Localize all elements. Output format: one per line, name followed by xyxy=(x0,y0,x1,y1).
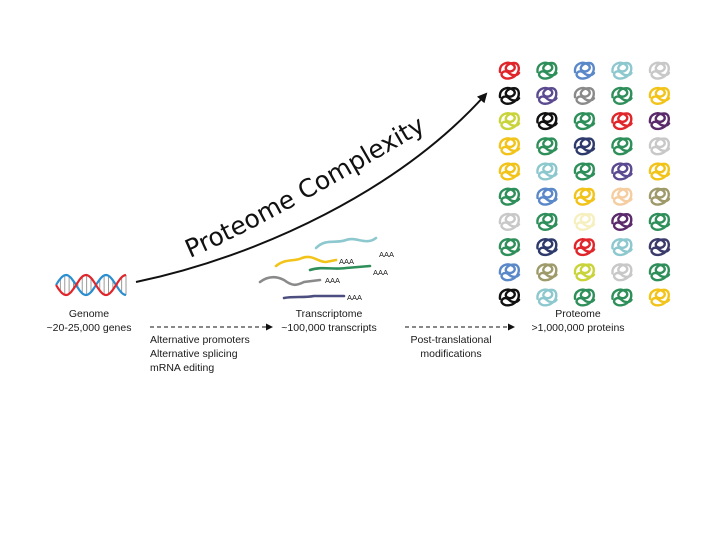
transcripts-illustration: AAA AAA AAA AAA AAA xyxy=(258,236,394,302)
dna-helix-icon xyxy=(55,273,127,297)
step1-line-3: mRNA editing xyxy=(150,362,214,374)
protein-icon xyxy=(536,162,558,181)
protein-icon xyxy=(573,112,596,131)
protein-icon xyxy=(498,187,521,206)
protein-icon xyxy=(648,187,671,206)
protein-icon xyxy=(573,288,596,307)
curve-title-text: Proteome Complexity xyxy=(181,110,430,264)
protein-icon xyxy=(573,86,596,105)
protein-icon xyxy=(611,61,633,80)
protein-icon xyxy=(573,212,596,231)
protein-icon xyxy=(611,86,633,105)
protein-icon xyxy=(573,187,596,206)
curve-title: Proteome Complexity xyxy=(181,110,430,264)
protein-icon xyxy=(498,61,521,80)
protein-icon xyxy=(536,288,558,307)
protein-icon xyxy=(536,212,558,231)
protein-icon xyxy=(611,212,633,231)
proteome-subtitle: >1,000,000 proteins xyxy=(531,322,624,334)
protein-icon xyxy=(573,263,596,282)
step2-line-1: Post-translational xyxy=(410,334,491,346)
dna-strand-blue xyxy=(55,273,127,297)
protein-icon xyxy=(611,288,633,307)
poly-a-tail-label: AAA xyxy=(325,276,340,285)
dna-strand-red xyxy=(55,273,127,297)
protein-icon xyxy=(648,238,671,257)
transcriptome-title: Transcriptome xyxy=(296,308,363,320)
mrna-strand xyxy=(308,264,372,272)
poly-a-tail-label: AAA xyxy=(339,257,354,266)
protein-icon xyxy=(648,86,671,105)
poly-a-tail-label: AAA xyxy=(379,250,394,259)
protein-icon xyxy=(498,238,521,257)
protein-icon xyxy=(498,263,521,282)
protein-icon xyxy=(498,288,521,307)
protein-icon xyxy=(611,137,633,156)
protein-icon xyxy=(536,61,558,80)
poly-a-tail-label: AAA xyxy=(347,293,362,302)
protein-icon xyxy=(648,162,671,181)
protein-icon xyxy=(611,238,633,257)
mrna-strand xyxy=(274,255,338,268)
complexity-curve-arrow xyxy=(135,92,488,283)
protein-icon xyxy=(648,137,671,156)
step1-line-1: Alternative promoters xyxy=(150,334,250,346)
protein-icon xyxy=(536,263,558,282)
protein-icon xyxy=(498,86,521,105)
protein-icon xyxy=(536,86,558,105)
protein-icon xyxy=(498,162,521,181)
poly-a-tail-label: AAA xyxy=(373,268,388,277)
step2-line-2: modifications xyxy=(420,348,481,360)
protein-icon xyxy=(536,137,558,156)
protein-icon xyxy=(498,212,521,231)
protein-icon xyxy=(648,212,671,231)
protein-grid xyxy=(498,61,671,307)
protein-icon xyxy=(611,187,633,206)
protein-icon xyxy=(648,61,671,80)
protein-icon xyxy=(648,112,671,131)
protein-icon xyxy=(573,137,596,156)
protein-icon xyxy=(573,162,596,181)
protein-icon xyxy=(611,112,633,131)
protein-icon xyxy=(648,288,671,307)
genome-subtitle: ~20-25,000 genes xyxy=(47,322,132,334)
transcriptome-subtitle: ~100,000 transcripts xyxy=(281,322,376,334)
mrna-strand xyxy=(282,294,346,300)
genome-title: Genome xyxy=(69,308,109,320)
mrna-strand xyxy=(314,236,378,250)
protein-icon xyxy=(536,238,558,257)
mrna-strand xyxy=(258,275,322,287)
proteome-title: Proteome xyxy=(555,308,601,320)
protein-icon xyxy=(611,263,633,282)
protein-icon xyxy=(498,137,521,156)
step1-line-2: Alternative splicing xyxy=(150,348,238,360)
protein-icon xyxy=(536,187,558,206)
protein-icon xyxy=(611,162,633,181)
protein-icon xyxy=(573,238,596,257)
protein-icon xyxy=(648,263,671,282)
protein-icon xyxy=(573,61,596,80)
protein-icon xyxy=(536,112,558,131)
protein-icon xyxy=(498,112,521,131)
